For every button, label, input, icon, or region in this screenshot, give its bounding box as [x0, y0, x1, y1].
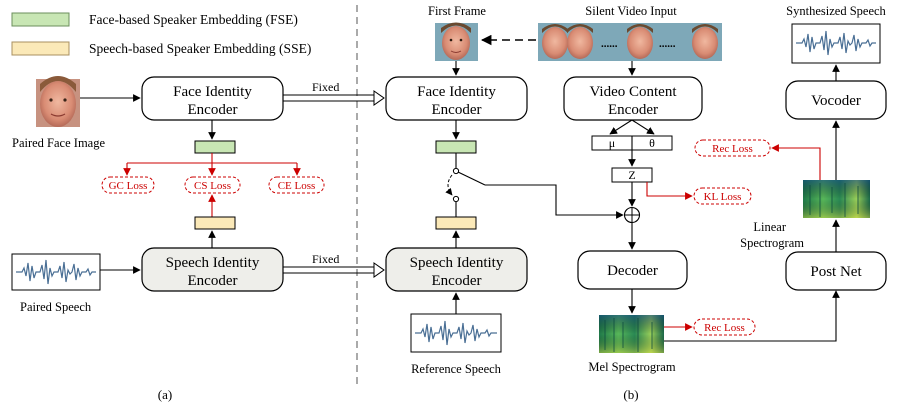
sse-legend-label: Speech-based Speaker Embedding (SSE)	[89, 41, 311, 56]
kl-loss-box	[693, 187, 752, 205]
video-dots-2: ......	[659, 38, 676, 50]
linear-spectrogram	[803, 180, 870, 218]
linear-spectrogram-label-line2: Spectrogram	[740, 236, 804, 250]
fse-swatch	[11, 12, 70, 27]
paired-speech-label: Paired Speech	[20, 300, 92, 314]
fixed-label-top: Fixed	[312, 80, 339, 94]
switch-lever	[457, 171, 486, 186]
theta-symbol: θ	[649, 136, 655, 150]
gc-loss-label: GC Loss	[109, 180, 148, 192]
switch-node-bottom	[452, 195, 460, 203]
speech-identity-encoder-a	[141, 247, 284, 292]
video-encoder-line1: Video Content	[589, 84, 677, 100]
linear-rec-loss-box	[694, 139, 771, 157]
silent-video-label: Silent Video Input	[585, 4, 677, 18]
sum-node	[623, 206, 641, 224]
face-encoder-a-line1: Face Identity	[173, 84, 252, 100]
mel-rec-loss-box	[693, 318, 756, 336]
caption-b: (b)	[623, 387, 638, 402]
z-to-kl-loss-arrow	[646, 182, 693, 200]
caption-a: (a)	[158, 387, 172, 402]
enc-to-mu-arrow	[609, 119, 633, 135]
mel-spectrogram	[599, 315, 664, 353]
cs-loss-label: CS Loss	[194, 180, 231, 192]
speech-encoder-a-line1: Speech Identity	[166, 255, 260, 271]
fixed-arrows: Fixed Fixed	[283, 80, 385, 278]
paired-face-label: Paired Face Image	[12, 136, 105, 150]
mu-symbol: μ	[609, 136, 615, 150]
linear-to-rec-loss-arrow	[771, 144, 821, 180]
speech-encoder-b-line2: Encoder	[432, 273, 482, 289]
video-encoder-line2: Encoder	[608, 102, 658, 118]
legend: Face-based Speaker Embedding (FSE) Speec…	[11, 12, 311, 56]
decoder-label: Decoder	[607, 263, 658, 279]
silent-video-frames: ...... ......	[538, 23, 722, 61]
switch-node-top	[452, 167, 460, 175]
vocoder-label: Vocoder	[811, 93, 861, 109]
linear-rec-loss-label: Rec Loss	[712, 143, 753, 155]
face-encoder-a-line2: Encoder	[188, 102, 238, 118]
fse-embedding-b	[435, 140, 477, 154]
ce-loss-box	[268, 176, 325, 194]
enc-to-theta-arrow	[631, 119, 655, 135]
cs-loss-box	[184, 176, 241, 194]
gc-loss-box	[101, 176, 155, 194]
speech-encoder-b-line1: Speech Identity	[410, 255, 504, 271]
mel-spectrogram-label: Mel Spectrogram	[588, 360, 675, 374]
fixed-label-bottom: Fixed	[312, 252, 339, 266]
video-dots-1: ......	[601, 38, 618, 50]
face-encoder-b-line1: Face Identity	[417, 84, 496, 100]
mel-to-postnet-arrow	[664, 290, 840, 342]
reference-speech-label: Reference Speech	[411, 362, 502, 376]
part-b: First Frame Silent Video Input ......	[385, 4, 887, 402]
fse-embedding-a	[194, 140, 236, 154]
paired-face-image	[36, 76, 80, 127]
z-symbol: Z	[628, 168, 635, 182]
sse-swatch	[11, 41, 70, 56]
ce-loss-label: CE Loss	[278, 180, 316, 192]
embedding-to-sum-arrow	[485, 184, 624, 219]
sse-embedding-a	[194, 216, 236, 230]
fse-legend-label: Face-based Speaker Embedding (FSE)	[89, 12, 298, 27]
part-a: Paired Face Image Face Identity Encoder …	[11, 76, 325, 402]
synthesized-speech-label: Synthesized Speech	[786, 4, 886, 18]
first-frame-label: First Frame	[428, 4, 486, 18]
first-frame-image	[435, 22, 478, 61]
post-net-label: Post Net	[810, 264, 862, 280]
speech-encoder-a-line2: Encoder	[188, 273, 238, 289]
linear-spectrogram-label-line1: Linear	[753, 220, 786, 234]
sse-embedding-b	[435, 216, 477, 230]
speech-identity-encoder-b	[385, 247, 528, 292]
mel-rec-loss-label: Rec Loss	[704, 322, 745, 334]
face-encoder-b-line2: Encoder	[432, 102, 482, 118]
switch-dashed-arrow	[445, 174, 453, 196]
kl-loss-label: KL Loss	[704, 191, 742, 203]
